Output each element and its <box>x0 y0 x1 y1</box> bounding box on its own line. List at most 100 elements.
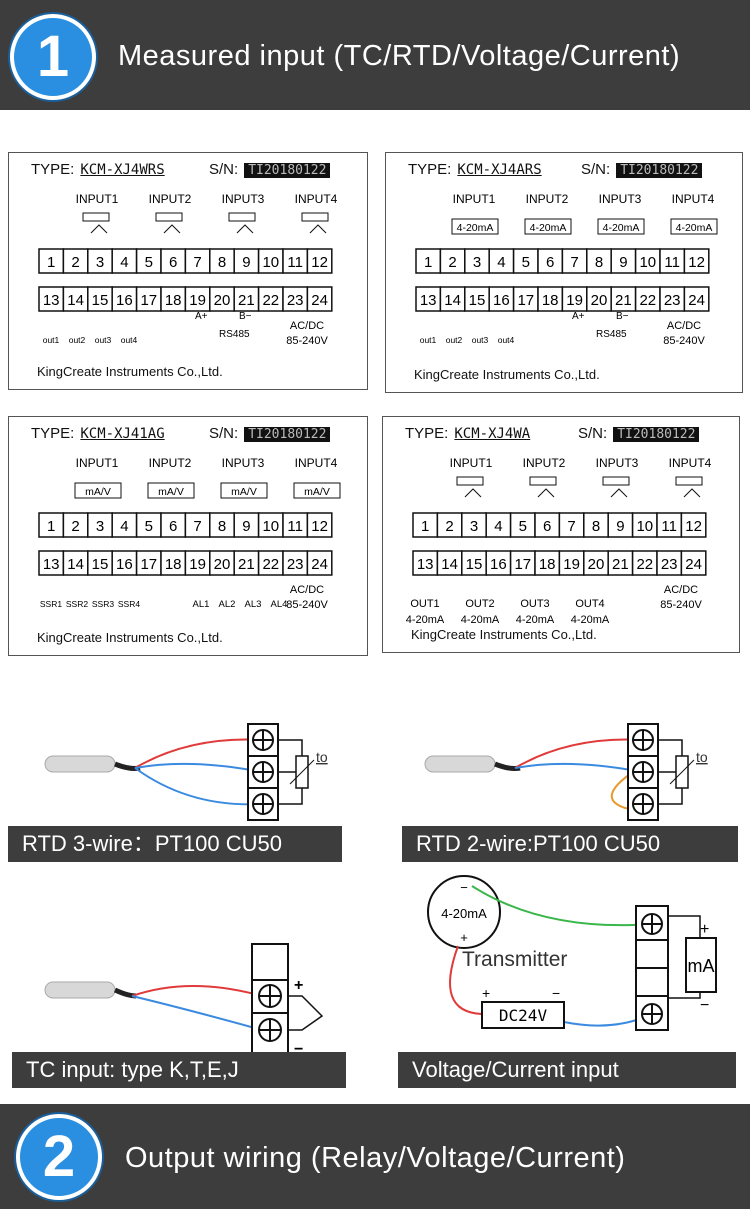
input-type-box <box>147 482 195 499</box>
input-label: INPUT2 <box>523 456 566 470</box>
terminal-number: 5 <box>145 518 153 535</box>
input-type-label: mA/V <box>85 486 111 498</box>
terminal-number: 19 <box>189 556 206 573</box>
terminal-number: 13 <box>43 292 60 309</box>
input-label: INPUT1 <box>453 192 496 206</box>
terminal-cell <box>464 286 490 312</box>
terminal-cell <box>233 550 260 576</box>
input-label: INPUT4 <box>669 456 712 470</box>
terminal-number: 15 <box>92 292 109 309</box>
svg-text:+: + <box>700 921 709 938</box>
input-type-box <box>220 482 268 499</box>
output-label: out1 <box>43 335 60 345</box>
terminal-number: 24 <box>688 292 705 309</box>
terminal-cell <box>659 248 686 274</box>
terminal-number: 3 <box>470 518 478 535</box>
section-2-title: Output wiring (Relay/Voltage/Current) <box>125 1142 626 1174</box>
input-label: INPUT3 <box>222 192 265 206</box>
svg-text:−: − <box>552 985 560 1001</box>
terminal-number: 21 <box>238 556 255 573</box>
terminal-number: 11 <box>287 518 303 535</box>
input-type-box <box>670 218 718 235</box>
rtd-symbol <box>155 212 183 222</box>
terminal-number: 6 <box>543 518 551 535</box>
terminal-cell <box>561 286 588 312</box>
terminal-cell <box>509 550 536 576</box>
panel-kcm-xj41ag: TYPE:KCM-XJ41AG S/N:TI20180122 KingCreat… <box>8 416 368 656</box>
terminal-cell <box>586 248 612 274</box>
terminal-cell <box>160 550 187 576</box>
input-type-label: mA/V <box>231 486 257 498</box>
terminal-cell <box>257 550 284 576</box>
power-label: AC/DC <box>290 584 324 596</box>
caption-rtd-2-wire: RTD 2-wire:PT100 CU50 <box>402 826 738 862</box>
input-type-label: 4-20mA <box>457 222 494 234</box>
alarm-label: AL1 <box>193 599 210 610</box>
terminal-cell <box>111 286 138 312</box>
input-type-label: 4-20mA <box>676 222 713 234</box>
rs485-label: B− <box>239 311 252 322</box>
terminal-number: 17 <box>517 292 534 309</box>
terminal-number: 11 <box>287 254 303 271</box>
terminal-cell <box>634 248 661 274</box>
section-1-number: 1 <box>10 14 96 100</box>
terminal-cell <box>306 512 333 538</box>
terminal-number: 12 <box>688 254 705 271</box>
svg-text:+: + <box>460 930 468 945</box>
terminal-number: 18 <box>539 556 556 573</box>
output-label: OUT1 <box>410 598 439 610</box>
terminal-number: 12 <box>311 254 328 271</box>
terminal-number: 7 <box>567 518 575 535</box>
rtd-symbol <box>228 212 256 222</box>
terminal-diagram: INPUT1mA/VINPUT2mA/VINPUT3mA/VINPUT4mA/V… <box>38 456 341 611</box>
terminal-number: 2 <box>448 254 456 271</box>
terminal-cell <box>461 550 487 576</box>
terminal-number: 14 <box>67 556 84 573</box>
terminal-cell <box>209 248 235 274</box>
company-name: KingCreate Instruments Co.,Ltd. <box>411 627 597 642</box>
terminal-number: 15 <box>92 556 109 573</box>
terminal-number: 20 <box>214 292 231 309</box>
terminal-cell <box>209 286 235 312</box>
terminal-number: 20 <box>591 292 608 309</box>
rtd-2-wire-diagram: to <box>424 723 708 821</box>
output-label: out4 <box>498 335 515 345</box>
terminal-number: 18 <box>165 556 182 573</box>
input-type-label: 4-20mA <box>603 222 640 234</box>
sensor-probe <box>44 755 116 773</box>
section-1-title: Measured input (TC/RTD/Voltage/Current) <box>118 40 681 72</box>
terminal-number: 12 <box>685 518 702 535</box>
terminal-cell <box>537 248 564 274</box>
tc-input-diagram: + − <box>44 943 324 1058</box>
terminal-cell <box>62 286 89 312</box>
section-2-number: 2 <box>16 1114 102 1200</box>
terminal-cell <box>282 248 309 274</box>
terminal-number: 20 <box>588 556 605 573</box>
output-range: 4-20mA <box>406 614 445 626</box>
terminal-number: 9 <box>242 518 250 535</box>
terminal-number: 23 <box>664 292 681 309</box>
terminal-number: 6 <box>169 254 177 271</box>
type-label: TYPE:KCM-XJ4WRS <box>31 161 165 178</box>
rs485-label: RS485 <box>219 329 250 340</box>
rs485-label: B− <box>616 311 629 322</box>
terminal-cell <box>656 550 683 576</box>
terminal-cell <box>233 248 260 274</box>
terminal-cell <box>135 248 162 274</box>
power-label: AC/DC <box>664 584 698 596</box>
alarm-label: AL2 <box>219 599 236 610</box>
terminal-cell <box>184 286 211 312</box>
company-name: KingCreate Instruments Co.,Ltd. <box>37 364 223 379</box>
caption-rtd-3-wire: RTD 3-wire：PT100 CU50 <box>8 826 342 862</box>
terminal-number: 3 <box>96 254 104 271</box>
terminal-number: 7 <box>193 518 201 535</box>
terminal-cell <box>87 512 113 538</box>
terminal-number: 3 <box>473 254 481 271</box>
terminal-number: 11 <box>664 254 680 271</box>
terminal-cell <box>683 248 710 274</box>
terminal-number: 16 <box>493 292 510 309</box>
output-label: SSR2 <box>66 599 88 609</box>
terminal-number: 9 <box>616 518 624 535</box>
terminal-cell <box>680 550 707 576</box>
